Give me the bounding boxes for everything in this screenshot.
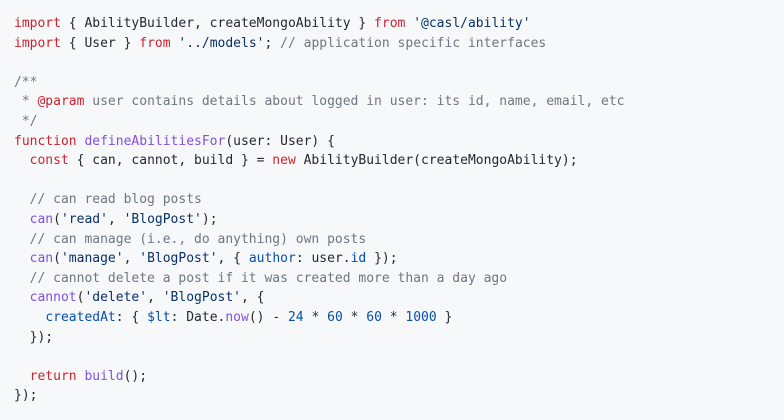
code-token <box>14 290 30 305</box>
code-token: AbilityBuilder(createMongoAbility); <box>295 153 578 169</box>
code-line: */ <box>14 112 770 132</box>
code-token <box>14 232 30 247</box>
code-token: ; <box>264 35 281 51</box>
code-token: can <box>29 251 54 267</box>
code-line: // can read blog posts <box>14 190 770 210</box>
code-token: { User } <box>60 35 140 51</box>
code-line: }); <box>14 328 770 348</box>
code-token: : { <box>115 309 148 325</box>
code-token: }); <box>14 329 54 345</box>
code-token <box>14 310 45 325</box>
code-token: can <box>29 211 54 227</box>
code-token: cannot <box>29 290 77 306</box>
code-line: /** <box>14 73 770 93</box>
code-token: 24 <box>287 309 304 325</box>
code-token: , <box>147 290 163 306</box>
code-line: }); <box>14 386 770 406</box>
code-line: createdAt: { $lt: Date.now() - 24 * 60 *… <box>14 308 770 328</box>
code-token: @param <box>37 94 85 110</box>
code-token: ( <box>76 290 85 306</box>
code-token: id <box>350 251 367 267</box>
code-token: '../models' <box>178 35 265 51</box>
code-token <box>14 271 30 286</box>
code-token: from <box>139 35 171 51</box>
code-token: now <box>225 309 249 325</box>
code-token: // can manage (i.e., do anything) own po… <box>29 231 367 247</box>
code-line: function defineAbilitiesFor(user: User) … <box>14 132 770 152</box>
code-token: 60 <box>366 309 382 325</box>
code-token: author <box>248 251 296 267</box>
code-line: // can manage (i.e., do anything) own po… <box>14 230 770 250</box>
code-token: }); <box>14 388 38 404</box>
code-token: import <box>14 35 61 51</box>
code-token: ( <box>53 211 61 227</box>
code-line <box>14 171 770 191</box>
code-token: function <box>14 133 77 149</box>
code-token: 60 <box>327 309 343 325</box>
code-token: return <box>29 368 77 384</box>
code-token: * <box>303 309 328 325</box>
code-token: 'BlogPost' <box>123 211 202 227</box>
code-token: new <box>272 153 296 169</box>
code-token: } <box>436 309 453 325</box>
code-token: defineAbilitiesFor <box>84 133 226 149</box>
code-token: from <box>374 16 406 31</box>
code-line: return build(); <box>14 367 770 387</box>
code-token: // application specific interfaces <box>280 35 547 51</box>
code-token: }); <box>366 251 398 267</box>
code-token: { can, cannot, build } = <box>68 153 273 169</box>
code-token: 1000 <box>405 309 437 325</box>
code-token <box>14 192 30 207</box>
code-line: * @param user contains details about log… <box>14 92 770 112</box>
code-token: * <box>381 309 406 325</box>
code-token: $lt <box>147 309 171 325</box>
code-line: cannot('delete', 'BlogPost', { <box>14 288 770 308</box>
code-token: (); <box>123 368 148 384</box>
code-line <box>14 53 770 73</box>
code-token: 'manage' <box>60 251 124 267</box>
code-token: /** <box>14 74 38 90</box>
code-token: 'read' <box>60 211 108 227</box>
code-token: ); <box>201 211 218 227</box>
code-token: , <box>123 251 140 267</box>
code-token: : Date. <box>170 309 226 325</box>
code-token <box>14 369 30 384</box>
code-token: '@casl/ability' <box>413 16 531 31</box>
code-token: , { <box>217 251 249 267</box>
code-token: import <box>14 16 61 31</box>
code-token: * <box>342 309 367 325</box>
code-token: 'BlogPost' <box>139 251 218 267</box>
code-token: const <box>29 153 69 169</box>
code-token: ( <box>53 251 61 267</box>
code-token: { AbilityBuilder, createMongoAbility } <box>60 16 375 31</box>
code-line: can('read', 'BlogPost'); <box>14 210 770 230</box>
code-token <box>14 212 30 227</box>
code-token: // can read blog posts <box>29 192 202 208</box>
code-token <box>14 153 30 168</box>
code-token: * <box>14 94 38 110</box>
code-line: import { AbilityBuilder, createMongoAbil… <box>14 14 770 34</box>
code-token: build <box>84 368 124 384</box>
code-line: can('manage', 'BlogPost', { author: user… <box>14 249 770 269</box>
code-token <box>405 16 413 31</box>
code-line: const { can, cannot, build } = new Abili… <box>14 151 770 171</box>
code-token: : user. <box>295 251 351 267</box>
code-token: user contains details about logged in us… <box>84 94 625 110</box>
code-token: 'delete' <box>84 290 148 306</box>
code-token: */ <box>14 113 38 129</box>
code-token: () - <box>248 309 288 325</box>
code-token: , { <box>241 290 265 306</box>
code-token: // cannot delete a post if it was create… <box>29 270 508 286</box>
code-token <box>14 251 30 266</box>
code-line: import { User } from '../models'; // app… <box>14 34 770 54</box>
code-token: , <box>107 211 124 227</box>
code-token: createdAt <box>45 309 116 325</box>
code-line: // cannot delete a post if it was create… <box>14 269 770 289</box>
code-token: (user: User) { <box>225 133 335 149</box>
code-token: 'BlogPost' <box>162 290 242 306</box>
code-line <box>14 347 770 367</box>
